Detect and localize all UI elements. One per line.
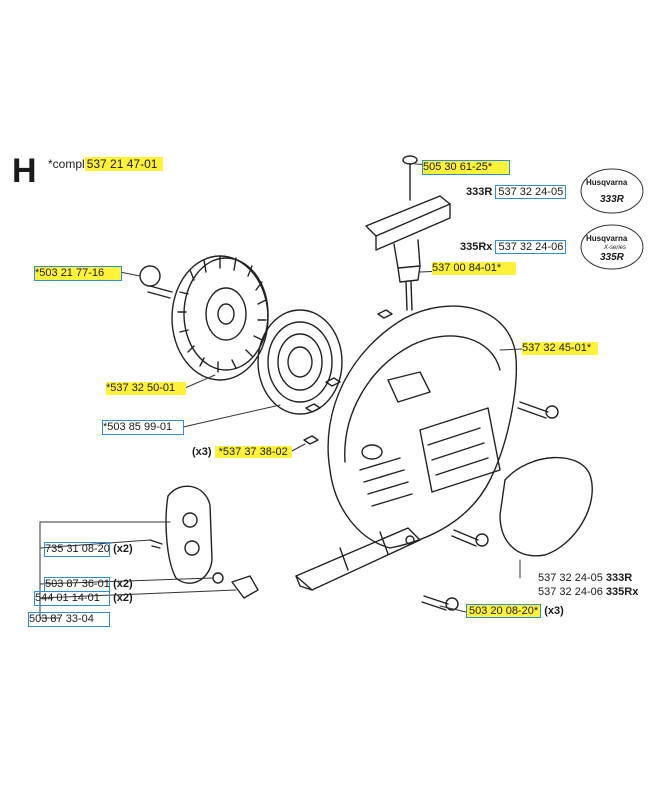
- part-label-left-4: 503 87 33-04: [28, 612, 110, 627]
- disc-drawing: [139, 265, 173, 299]
- bolts-number: *537 37 38-02: [214, 446, 292, 458]
- housing-screws-number: 503 20 08-20*: [466, 604, 542, 618]
- decal-label-a: 333R 537 32 24-05: [466, 185, 567, 199]
- left-1-number: 735 31 08-20: [44, 542, 110, 557]
- left-3-number: 544 01 14-01: [34, 591, 110, 606]
- starter-handle-drawing: [365, 155, 451, 311]
- badge-b-model: 335R: [600, 252, 624, 263]
- decal-b-model: 335Rx: [460, 241, 493, 253]
- decal-b-number: 537 32 24-06: [495, 240, 567, 254]
- badge-b-series: X-series: [604, 245, 627, 251]
- screws-drawing: [421, 401, 559, 611]
- bottom-line-2-number: 537 32 24-06: [538, 586, 603, 598]
- cover-plate-drawing: [499, 456, 593, 557]
- spring-drawing: [257, 309, 343, 415]
- pulley-drawing: [171, 255, 269, 381]
- part-label-bolts: (x3) *537 37 38-02: [192, 446, 292, 459]
- decal-a-model: 333R: [466, 186, 493, 198]
- bolts-qty: (x3): [192, 446, 212, 458]
- part-label-disc: *503 21 77-16: [34, 266, 122, 281]
- part-label-left-1: 735 31 08-20 (x2): [44, 542, 133, 557]
- part-label-housing: 537 32 45-01*: [522, 342, 598, 355]
- bottom-line-2-model: 335Rx: [605, 586, 639, 598]
- decal-label-b: 335Rx 537 32 24-06: [460, 240, 567, 254]
- bottom-line-1-model: 333R: [605, 572, 633, 584]
- housing-screws-qty: (x3): [544, 605, 564, 617]
- pin-drawing: [377, 309, 393, 319]
- part-label-left-3: 544 01 14-01 (x2): [34, 591, 133, 606]
- pawl-assembly-drawing: [149, 485, 259, 599]
- starter-housing-drawing: [295, 305, 517, 591]
- left-3-qty: (x2): [113, 592, 133, 604]
- badge-a-brand: Husqvarna: [586, 178, 628, 187]
- decal-a-number: 537 32 24-05: [495, 185, 567, 199]
- part-label-handle-top: 505 30 61-25*: [422, 160, 510, 175]
- badge-b-brand: Husqvarna: [586, 234, 628, 243]
- bottom-line-2: 537 32 24-06 335Rx: [538, 586, 638, 599]
- part-label-left-2: 503 87 36-01 (x2): [44, 577, 133, 592]
- compl-prefix: *compl: [48, 157, 85, 171]
- decal-badge-333r: [580, 168, 644, 214]
- left-1-qty: (x2): [113, 543, 133, 555]
- section-letter: H: [12, 152, 37, 190]
- compl-number: 537 21 47-01: [84, 157, 164, 171]
- badge-a-model: 333R: [600, 194, 624, 205]
- part-label-spring: *503 85 99-01: [102, 420, 184, 435]
- decal-badge-335r: [580, 224, 644, 270]
- bottom-line-1: 537 32 24-05 333R: [538, 572, 632, 585]
- part-label-housing-screws: 503 20 08-20* (x3): [466, 604, 564, 618]
- left-2-number: 503 87 36-01: [44, 577, 110, 592]
- bottom-line-1-number: 537 32 24-05: [538, 572, 603, 584]
- part-label-pulley: *537 32 50-01: [106, 382, 186, 395]
- left-2-qty: (x2): [113, 578, 133, 590]
- part-label-handle: 537 00 84-01*: [432, 262, 516, 275]
